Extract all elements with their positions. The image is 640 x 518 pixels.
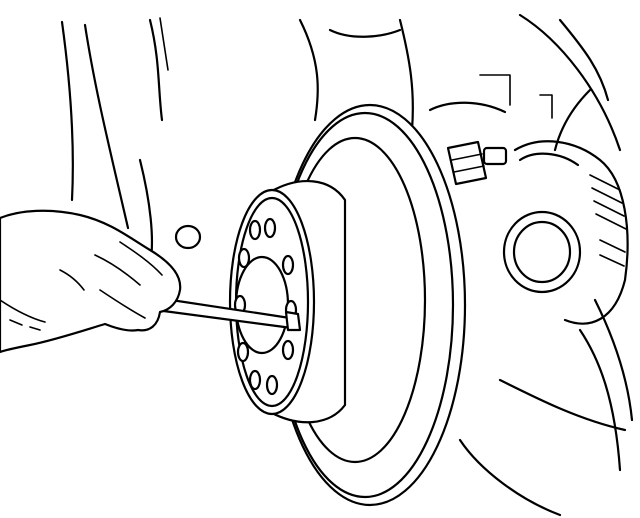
- brake-rotor: [228, 103, 467, 507]
- brake-caliper: [502, 140, 634, 472]
- pry-tool: [154, 296, 302, 332]
- small-part: [174, 224, 202, 250]
- wheel-hub-stud: [446, 140, 508, 186]
- suspension-strut: [60, 17, 169, 267]
- knuckle-housing: [298, 13, 627, 517]
- hand: [0, 209, 182, 354]
